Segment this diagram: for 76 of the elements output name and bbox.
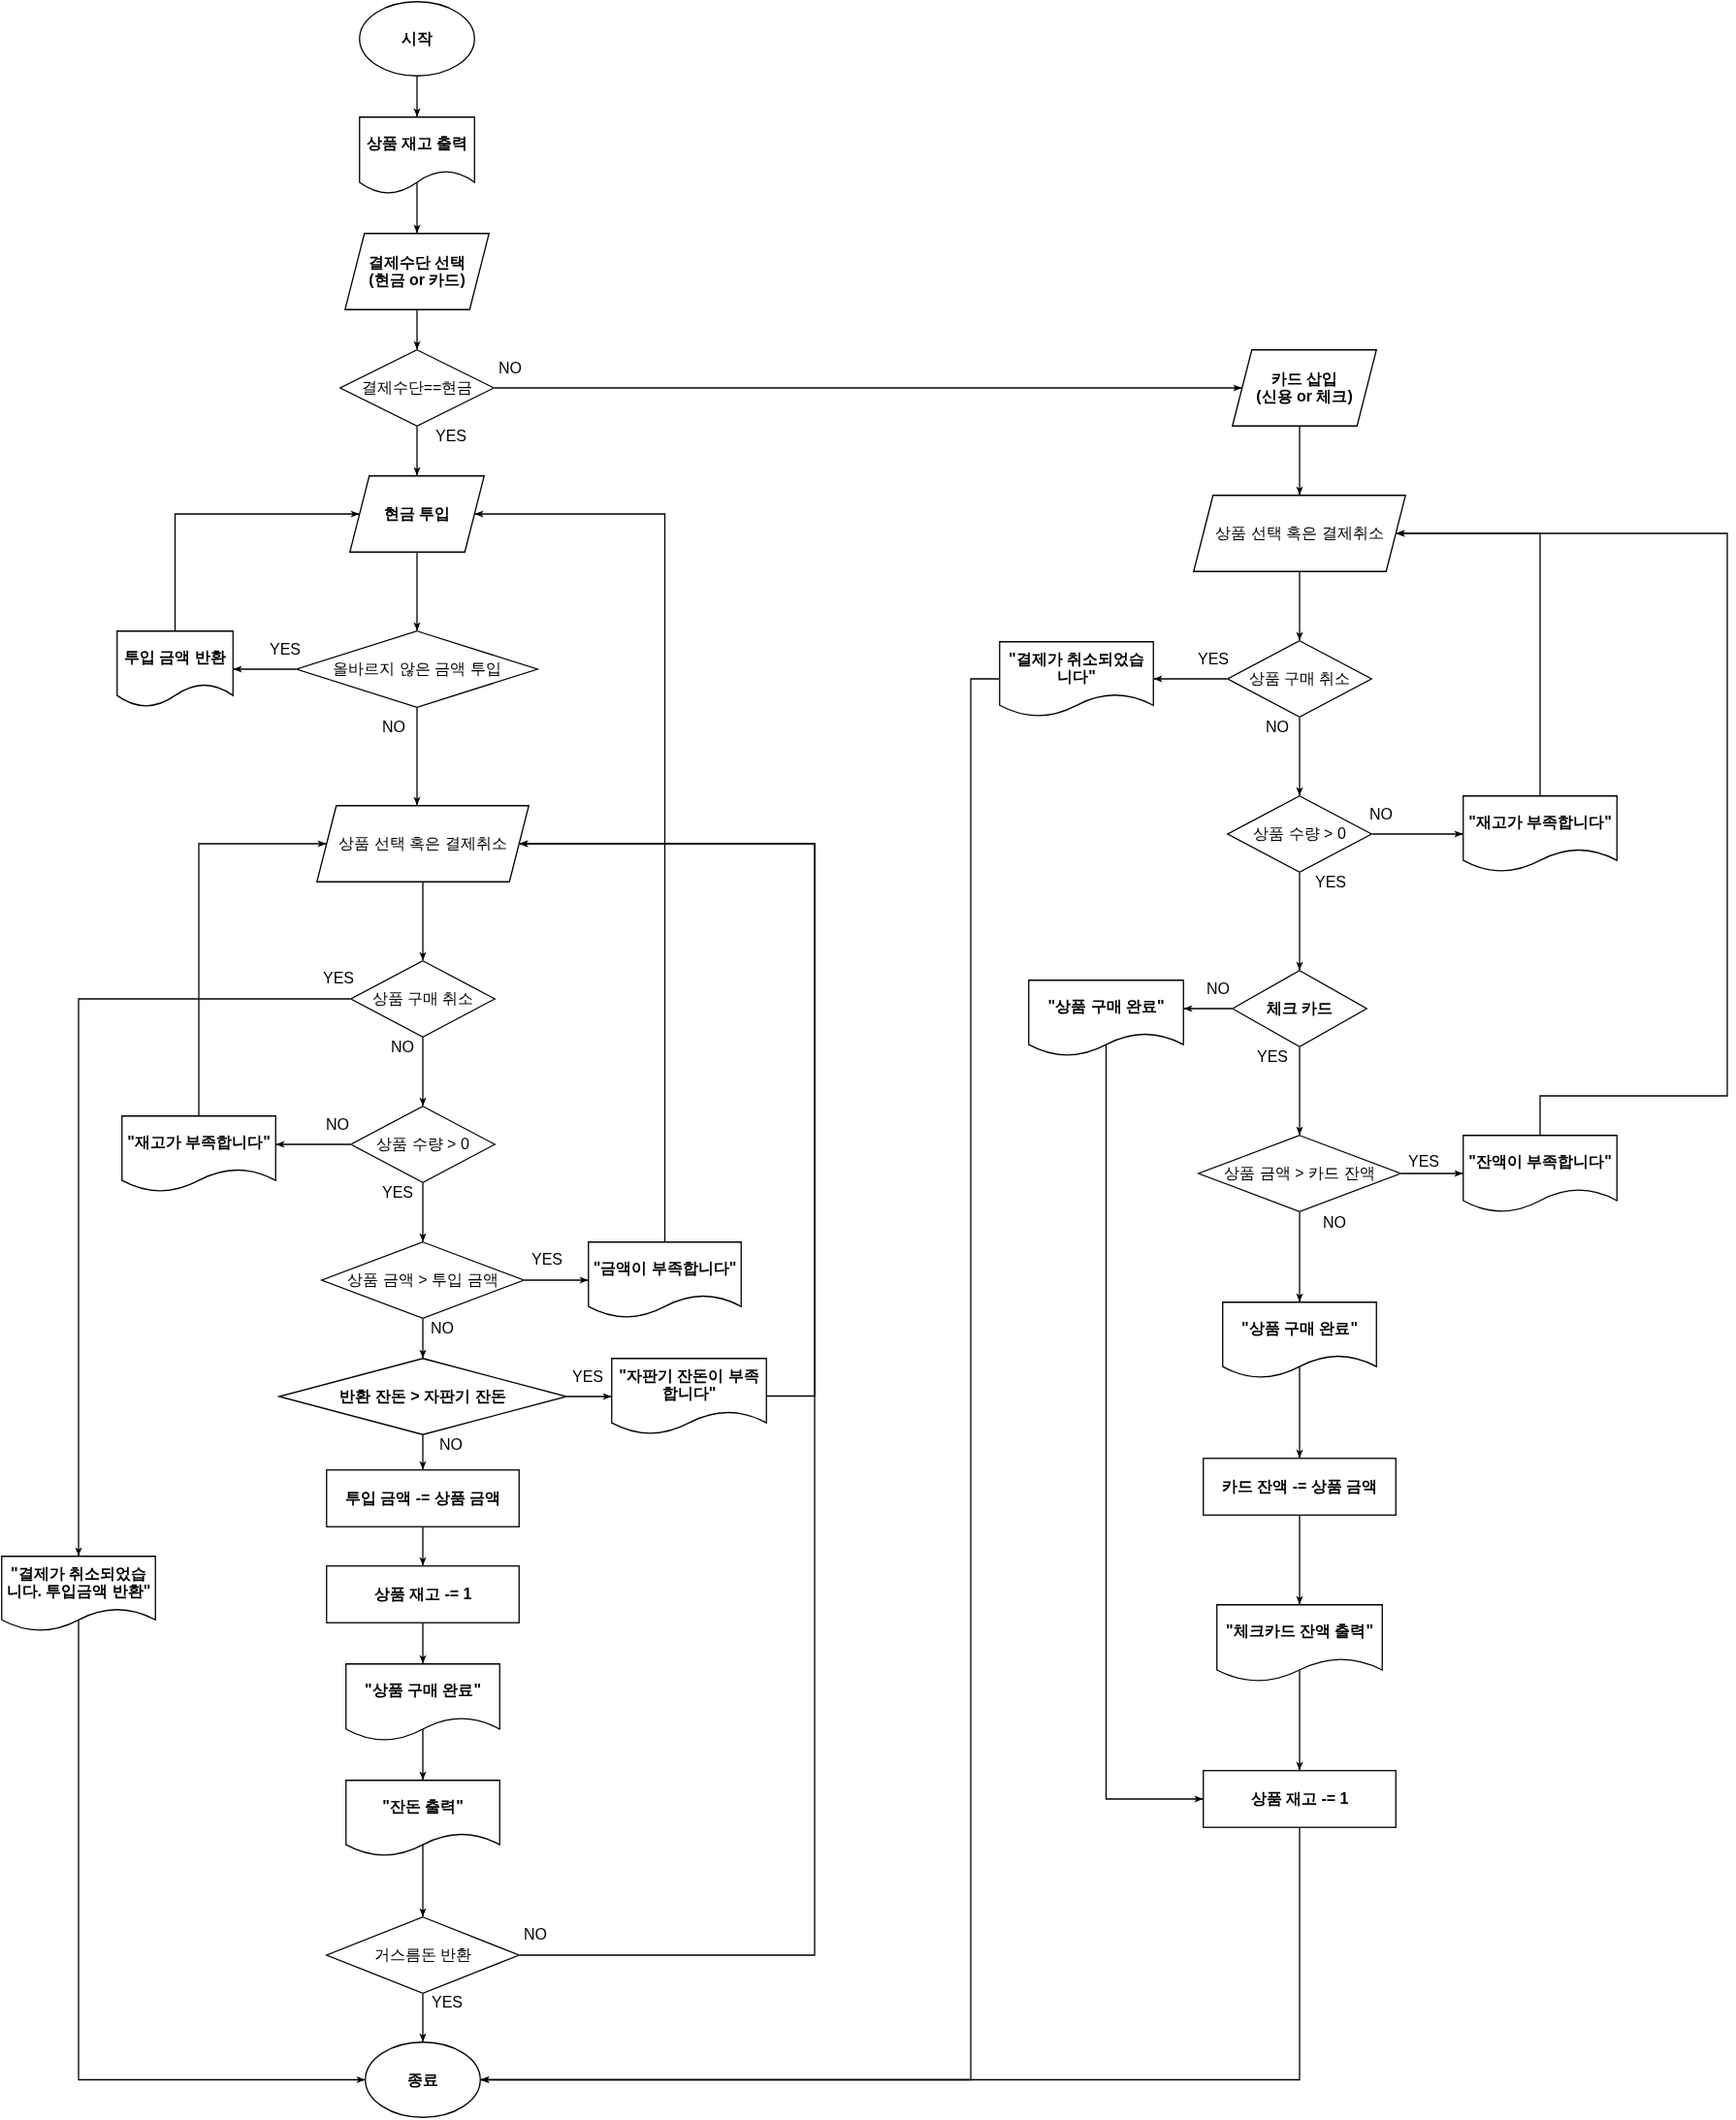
flow-arrow (524, 1276, 589, 1284)
flow-arrow (419, 1526, 427, 1566)
flow-arrow (480, 678, 1000, 2084)
document-shape: "상품 구매 완료" (1222, 1301, 1377, 1378)
flow-arrow (1396, 530, 1728, 1136)
flow-arrow (1371, 830, 1463, 838)
document-shape: "잔돈 출력" (345, 1780, 500, 1856)
input-parallelogram: 상품 선택 혹은 결제취소 (316, 805, 530, 883)
flow-arrow (1296, 1211, 1303, 1302)
decision-diamond: 상품 구매 취소 (1227, 640, 1372, 718)
flow-arrow (174, 510, 360, 631)
decision-diamond: 상품 수량 > 0 (350, 1106, 496, 1183)
document-shape: "금액이 부족합니다" (588, 1241, 742, 1318)
document-shape: "상품 구매 완료" (345, 1663, 500, 1741)
document-shape: "상품 구매 완료" (1028, 980, 1184, 1056)
flow-arrow (494, 384, 1242, 392)
flow-arrow (1296, 1515, 1303, 1605)
document-shape: "잔액이 부족합니다" (1463, 1135, 1618, 1212)
flow-arrow (566, 1393, 612, 1400)
flow-arrow (519, 840, 816, 1956)
flow-arrow (1296, 426, 1303, 496)
document-shape: "재고가 부족합니다" (1463, 795, 1618, 872)
flow-arrow (78, 1619, 366, 2084)
flow-arrow (198, 840, 327, 1116)
flow-arrow (419, 1318, 427, 1359)
document-shape: 투입 금액 반환 (116, 630, 234, 707)
flow-arrow (419, 1182, 427, 1242)
flow-arrow (419, 1434, 427, 1470)
flow-arrow (1296, 717, 1303, 796)
document-shape: "체크카드 잔액 출력" (1216, 1604, 1383, 1682)
document-shape: "재고가 부족합니다" (121, 1115, 276, 1192)
flow-arrow (1105, 1044, 1204, 1803)
input-parallelogram: 카드 삽입 (신용 or 체크) (1232, 349, 1377, 427)
flow-arrow (233, 665, 297, 673)
flow-arrow (413, 707, 421, 806)
process-box: 카드 잔액 -= 상품 금액 (1203, 1458, 1397, 1516)
decision-diamond: 거스름돈 반환 (326, 1916, 520, 1994)
decision-diamond: 반환 잔돈 > 자판기 잔돈 (278, 1358, 567, 1435)
flow-arrow (419, 1844, 427, 1917)
flow-arrow (275, 1140, 351, 1148)
process-box: 상품 재고 -= 1 (1203, 1770, 1397, 1828)
flow-arrow (419, 1728, 427, 1781)
flow-arrow (1153, 675, 1228, 683)
decision-diamond: 상품 금액 > 투입 금액 (321, 1241, 525, 1319)
flow-arrow (1296, 1365, 1303, 1459)
input-parallelogram: 상품 선택 혹은 결제취소 (1193, 495, 1406, 572)
flow-arrow (413, 76, 421, 117)
flow-arrow (1296, 872, 1303, 971)
flow-arrow (1296, 1046, 1303, 1136)
terminal-oval: 종료 (365, 2041, 481, 2118)
input-parallelogram: 결제수단 선택 (현금 or 카드) (344, 233, 490, 310)
flow-arrow (474, 510, 666, 1242)
process-box: 투입 금액 -= 상품 금액 (326, 1469, 520, 1527)
flow-arrow (75, 998, 351, 1557)
flow-arrow (419, 1993, 427, 2042)
input-parallelogram: 현금 투입 (349, 475, 485, 553)
flow-arrow (413, 309, 421, 350)
flow-arrow (413, 181, 421, 234)
flow-arrow (1296, 1669, 1303, 1771)
flow-arrow (419, 882, 427, 961)
document-shape: 상품 재고 출력 (359, 116, 475, 194)
flow-arrow (419, 1622, 427, 1664)
flow-arrow (1400, 1170, 1463, 1177)
terminal-oval: 시작 (359, 1, 475, 77)
flow-arrow (1296, 571, 1303, 641)
flow-arrow (1183, 1005, 1233, 1012)
flow-arrow (419, 1037, 427, 1107)
document-shape: "결제가 취소되었습니다" (999, 641, 1154, 717)
document-shape: "결제가 취소되었습니다. 투입금액 반환" (1, 1556, 156, 1631)
document-shape: "자판기 잔돈이 부족합니다" (611, 1358, 767, 1434)
flow-arrow (413, 552, 421, 631)
flow-arrow (413, 426, 421, 476)
process-box: 상품 재고 -= 1 (326, 1565, 520, 1623)
decision-diamond: 체크 카드 (1232, 970, 1367, 1047)
decision-diamond: 상품 금액 > 카드 잔액 (1198, 1135, 1401, 1212)
decision-diamond: 결제수단==현금 (339, 349, 495, 427)
